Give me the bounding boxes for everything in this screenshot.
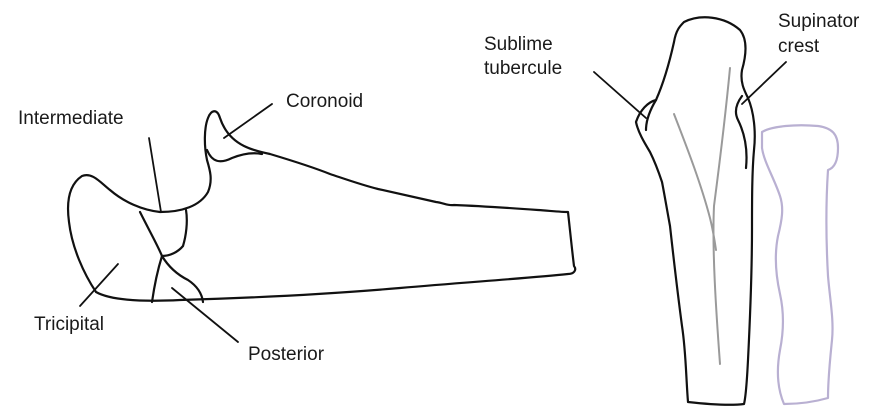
coronoid-process-outline [205, 148, 264, 163]
intermediate-leader-line [148, 137, 162, 213]
supinator-crest-outline [734, 94, 748, 170]
supinator-crest-label-line2: crest [778, 36, 820, 57]
supinator-crest-leader-line [741, 61, 787, 105]
ulna-lateral-view [66, 110, 577, 304]
interosseous-ridge [673, 113, 717, 251]
intermediate-label: Intermediate [18, 108, 124, 129]
ghost-bone-outline [760, 124, 840, 406]
sublime-tubercule-leader-line [593, 71, 647, 119]
posterior-leader-line [171, 287, 239, 343]
intermediate-facet-outline [138, 208, 188, 258]
tricipital-leader-line [79, 263, 119, 307]
ulna-lateral-outline [66, 110, 577, 302]
ulna-anterior-view [634, 16, 756, 406]
posterior-facet-outline [160, 254, 205, 304]
supinator-crest-label-line1: Supinator [778, 11, 860, 32]
median-ridge [712, 67, 731, 365]
tricipital-facet-line [150, 254, 164, 304]
coronoid-leader-line [223, 103, 273, 139]
posterior-label: Posterior [248, 344, 325, 365]
sublime-tubercle-outline [644, 98, 658, 132]
sublime-tubercule-label-line2: tubercule [484, 58, 562, 79]
coronoid-label: Coronoid [286, 91, 363, 112]
sublime-tubercule-label-line1: Sublime [484, 34, 553, 55]
ulna-anterior-outline [634, 16, 756, 406]
tricipital-label: Tricipital [34, 314, 104, 335]
